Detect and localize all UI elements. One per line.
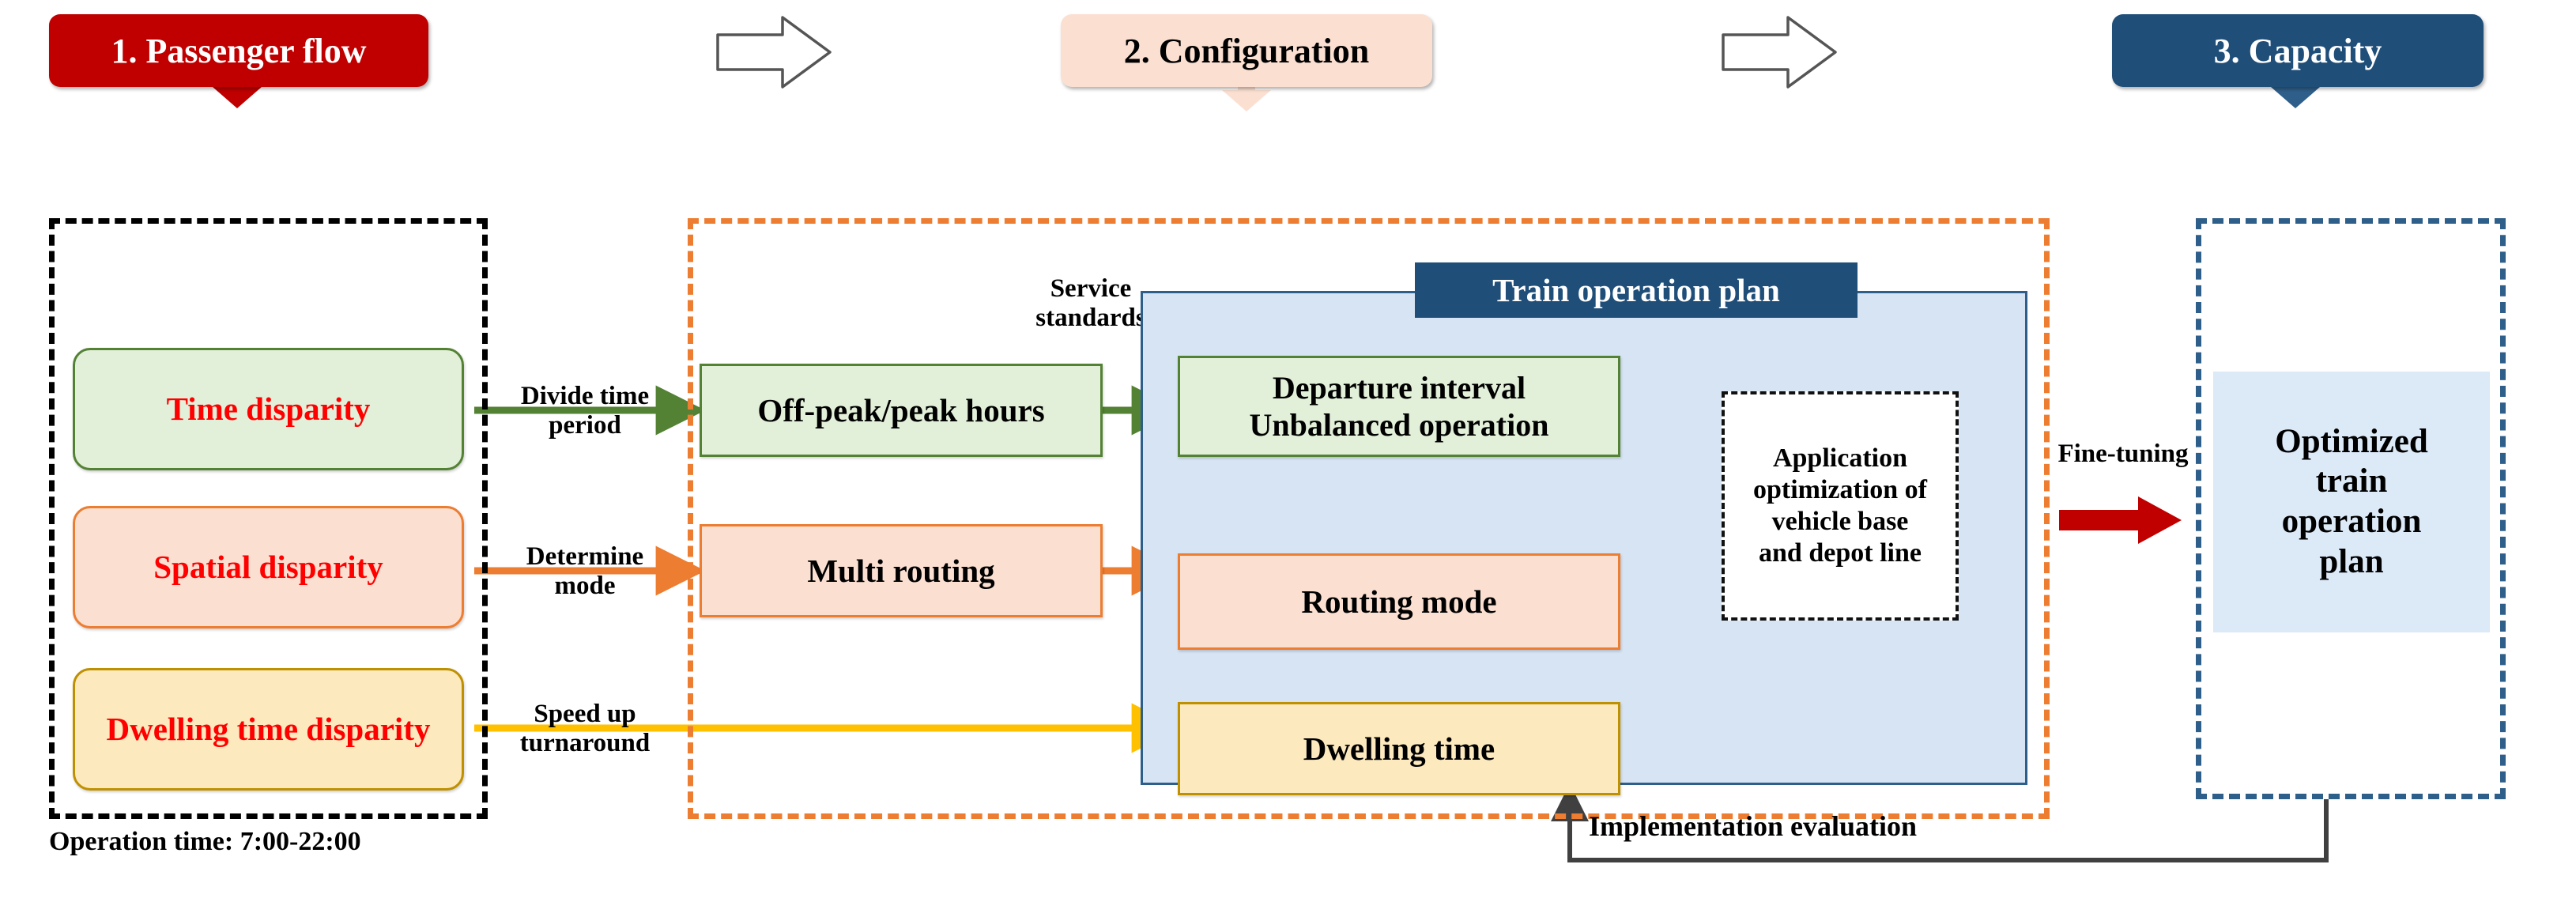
box-departure-interval[interactable]: Departure interval Unbalanced operation: [1178, 356, 1620, 457]
application-optimization-line4: and depot line: [1759, 538, 1922, 568]
optimized-plan-line1: Optimized: [2275, 422, 2428, 460]
box-multi-routing[interactable]: Multi routing: [700, 524, 1103, 617]
card-spatial-disparity[interactable]: Spatial disparity: [73, 506, 464, 628]
operation-time-footnote: Operation time: 7:00-22:00: [49, 827, 361, 856]
configuration-container: [688, 218, 2050, 819]
application-optimization-line3: vehicle base: [1771, 507, 1909, 536]
application-optimization-line1: Application: [1772, 443, 1908, 473]
stage-pill-capacity[interactable]: 3. Capacity: [2112, 14, 2484, 87]
edge-label-service-standards: Service standards: [1035, 274, 1146, 332]
chevron-right-icon-2: [1722, 16, 1837, 89]
stage-pill-passenger-flow[interactable]: 1. Passenger flow: [49, 14, 428, 87]
stage-pill-configuration[interactable]: 2. Configuration: [1061, 14, 1432, 87]
optimized-plan-line3: operation: [2281, 503, 2422, 540]
arrow-fine-tuning: [2059, 496, 2182, 544]
capacity-container: [2196, 218, 2506, 799]
optimized-plan-line4: plan: [2319, 542, 2384, 580]
box-dwelling-time[interactable]: Dwelling time: [1178, 702, 1620, 795]
edge-label-speed-up-turnaround: Speed up turnaround: [519, 700, 651, 757]
box-routing-mode[interactable]: Routing mode: [1178, 553, 1620, 650]
box-application-optimization[interactable]: Application optimization of vehicle base…: [1722, 391, 1959, 621]
card-time-disparity[interactable]: Time disparity: [73, 348, 464, 470]
edge-label-fine-tuning: Fine-tuning: [2057, 439, 2189, 468]
train-operation-plan-title: Train operation plan: [1415, 262, 1858, 318]
passenger-flow-container: [49, 218, 488, 819]
application-optimization-line2: optimization of: [1752, 474, 1928, 504]
departure-interval-line1: Departure interval: [1272, 369, 1526, 406]
chevron-right-icon-1: [716, 16, 832, 89]
card-dwelling-time-disparity[interactable]: Dwelling time disparity: [73, 668, 464, 791]
box-off-peak-peak-hours[interactable]: Off-peak/peak hours: [700, 364, 1103, 457]
departure-interval-line2: Unbalanced operation: [1249, 407, 1549, 443]
box-optimized-train-operation-plan[interactable]: Optimized train operation plan: [2213, 372, 2490, 632]
edge-label-implementation-evaluation: Implementation evaluation: [1589, 810, 1918, 842]
edge-label-determine-mode: Determine mode: [526, 542, 644, 600]
edge-label-divide-time-period: Divide time period: [520, 382, 650, 440]
optimized-plan-line2: train: [2315, 462, 2388, 500]
